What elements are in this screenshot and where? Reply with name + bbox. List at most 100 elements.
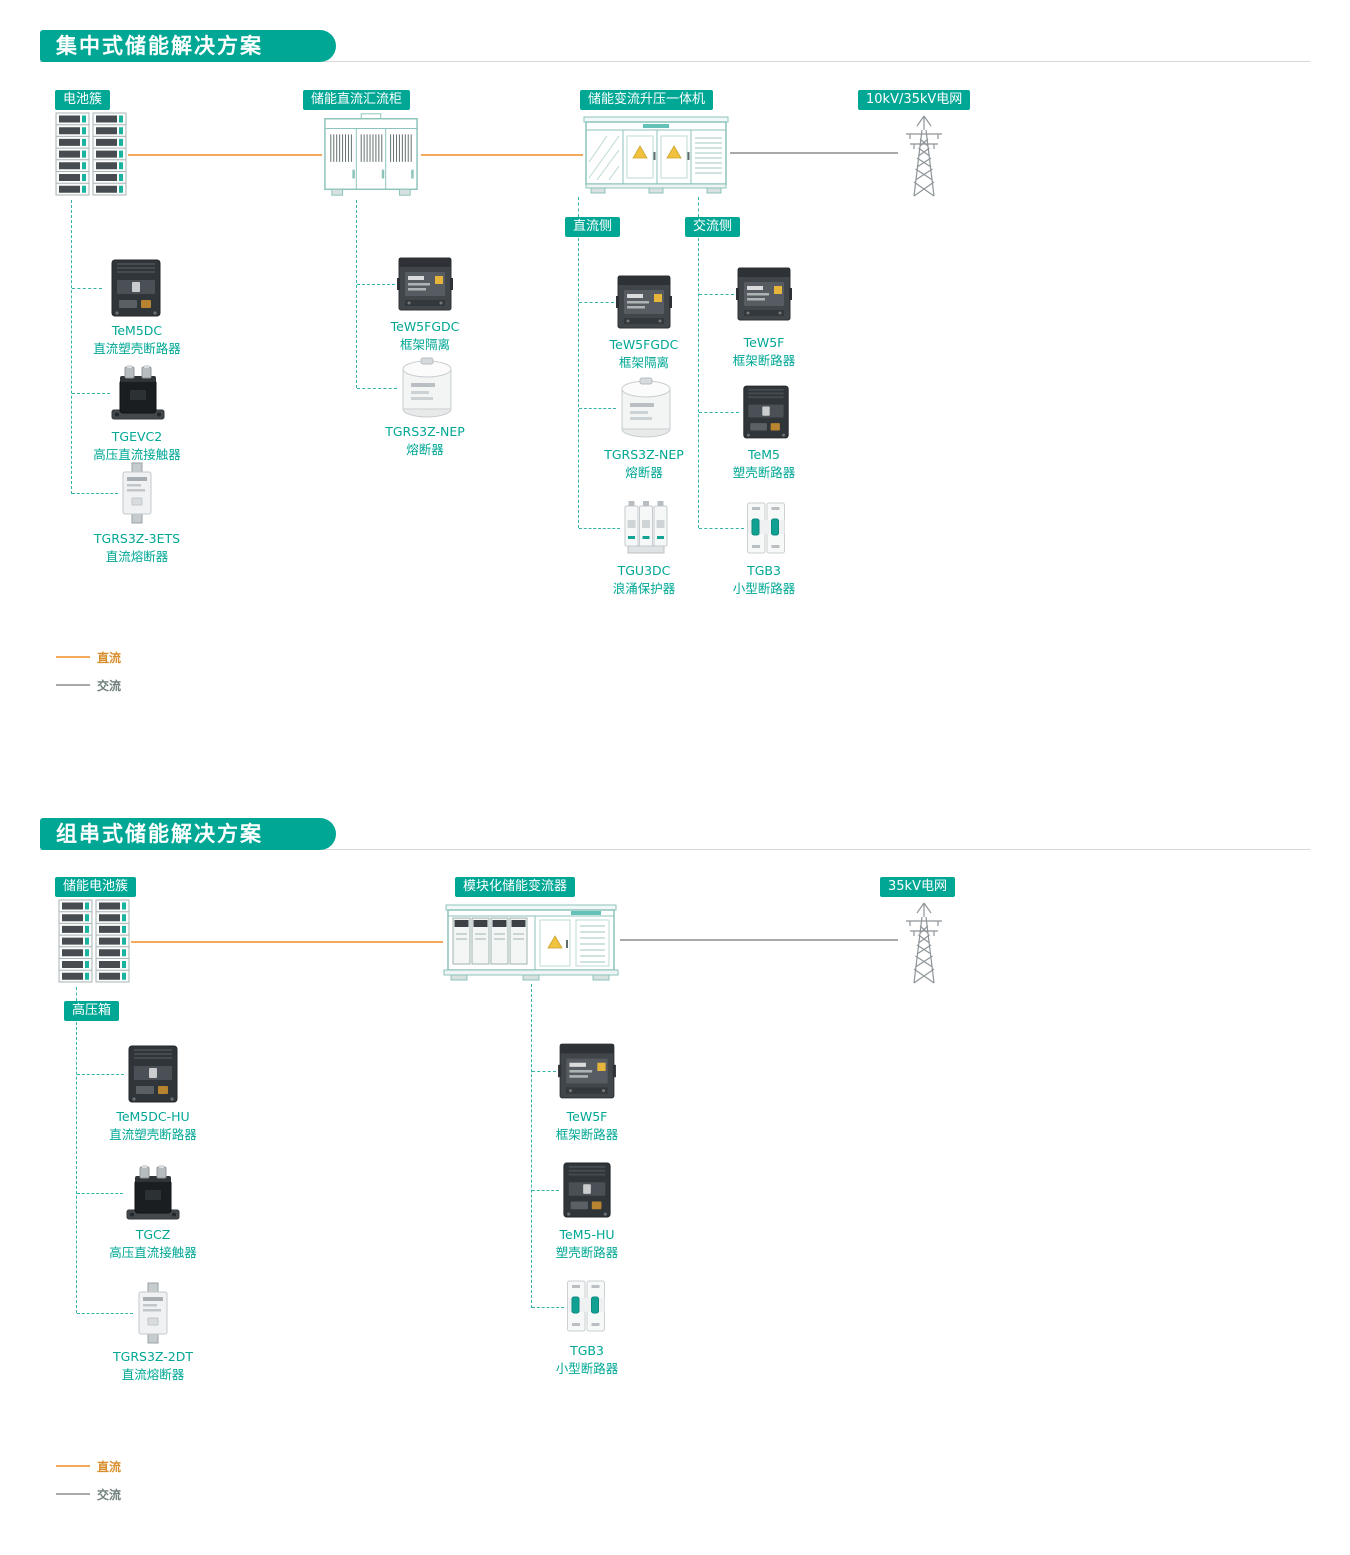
node-badge-modular-pcs: 模块化储能变流器 [455,877,576,897]
legend-ac-line [56,1493,90,1495]
node-badge-battery-cluster: 电池簇 [55,90,111,110]
product-desc: 直流塑壳断路器 [93,340,181,356]
legend-dc-label: 直流 [97,1460,122,1474]
product-desc: 熔断器 [625,464,663,480]
dashed-connector [698,197,699,217]
product-model: TGRS3Z-3ETS [93,531,181,546]
section1-title: 集中式储能解决方案 [40,30,336,62]
cylinder-fuse-icon [618,377,674,439]
product-model: TGEVC2 [111,429,163,444]
product-model: TGB3 [570,1343,604,1358]
grid-tower-icon [898,112,950,198]
product-desc: 框架断路器 [732,352,796,368]
product-label: TeM5-HU 塑壳断路器 [512,1226,662,1261]
grid-tower-icon [898,899,950,985]
dashed-connector [71,200,72,494]
dashed-connector [532,1190,559,1191]
product-model: TGRS3Z-NEP [385,424,465,439]
dc-contactor-icon [110,364,166,422]
product-desc: 框架断路器 [555,1126,619,1142]
product-model: TeM5 [748,447,780,462]
section1-divider-line [40,61,1310,62]
product-label: TeW5F 框架断路器 [512,1108,662,1143]
dashed-connector [578,197,579,217]
product-desc: 塑壳断路器 [555,1244,619,1260]
branch-badge-dc-side: 直流侧 [565,217,621,237]
dashed-connector [532,1307,564,1308]
dashed-connector [76,987,77,1001]
product-desc: 高压直流接触器 [109,1244,197,1260]
product-label: TGB3 小型断路器 [512,1342,662,1377]
battery-rack-icon [58,899,130,985]
dashed-connector [357,388,397,389]
dashed-connector [579,302,614,303]
ac-flow-line [620,939,898,941]
mini-breaker-icon [566,1278,606,1334]
product-model: TGRS3Z-2DT [113,1349,193,1364]
dashed-connector [76,1022,77,1313]
molded-case-breaker-icon [126,1044,180,1104]
legend-ac-line [56,684,90,686]
branch-badge-hv-box: 高压箱 [64,1001,120,1021]
legend-ac-label: 交流 [97,1488,122,1502]
legend-dc-line [56,656,90,658]
product-desc: 熔断器 [406,441,444,457]
dashed-connector [579,408,616,409]
node-badge-storage-battery-cluster: 储能电池簇 [55,877,137,897]
dashed-connector [578,238,579,528]
product-model: TeM5DC [111,323,163,338]
dashed-connector [77,1193,123,1194]
dc-combiner-cabinet-icon [322,112,420,198]
node-badge-grid-35kv: 35kV电网 [880,877,955,897]
dashed-connector [77,1074,124,1075]
frame-breaker-icon [736,264,792,324]
product-model: TeW5FGDC [390,319,460,334]
cylinder-fuse-icon [399,357,455,419]
product-label: TeW5FGDC 框架隔离 [569,336,719,371]
product-model: TGRS3Z-NEP [604,447,684,462]
dashed-connector [72,393,110,394]
product-desc: 小型断路器 [555,1360,619,1376]
product-model: TeM5-HU [559,1227,615,1242]
battery-rack-icon [55,112,127,198]
product-model: TeM5DC-HU [116,1109,190,1124]
surge-protector-icon [622,500,670,556]
product-label: TGU3DC 浪涌保护器 [569,562,719,597]
dashed-connector [698,238,699,528]
dc-contactor-icon [125,1164,181,1222]
product-desc: 小型断路器 [732,580,796,596]
product-model: TGU3DC [617,563,671,578]
product-model: TeW5F [743,335,785,350]
dashed-connector [699,528,744,529]
product-desc: 高压直流接触器 [93,446,181,462]
node-badge-grid: 10kV/35kV电网 [858,90,971,110]
molded-case-breaker-icon [561,1158,613,1222]
product-desc: 浪涌保护器 [612,580,676,596]
product-desc: 框架隔离 [618,354,669,370]
node-badge-dc-combiner: 储能直流汇流柜 [303,90,411,110]
legend-dc-line [56,1465,90,1467]
product-model: TeW5FGDC [609,337,679,352]
product-desc: 直流熔断器 [105,548,169,564]
product-label: TeM5 塑壳断路器 [689,446,839,481]
dashed-connector [357,284,395,285]
product-label: TGCZ 高压直流接触器 [78,1226,228,1261]
pcs-container-icon [583,110,729,196]
frame-breaker-icon [558,1040,616,1102]
product-label: TGRS3Z-3ETS 直流熔断器 [62,530,212,565]
blade-fuse-icon [135,1282,171,1344]
product-model: TGCZ [135,1227,171,1242]
frame-breaker-icon [616,272,672,332]
product-label: TGB3 小型断路器 [689,562,839,597]
dashed-connector [699,412,739,413]
section2-title: 组串式储能解决方案 [40,818,336,850]
product-label: TGRS3Z-2DT 直流熔断器 [78,1348,228,1383]
dashed-connector [77,1313,133,1314]
branch-badge-ac-side: 交流侧 [685,217,741,237]
mini-breaker-icon [746,500,786,556]
section2-divider-line [40,849,1310,850]
product-desc: 直流塑壳断路器 [109,1126,197,1142]
dashed-connector [72,493,118,494]
molded-case-breaker-icon [109,258,163,318]
